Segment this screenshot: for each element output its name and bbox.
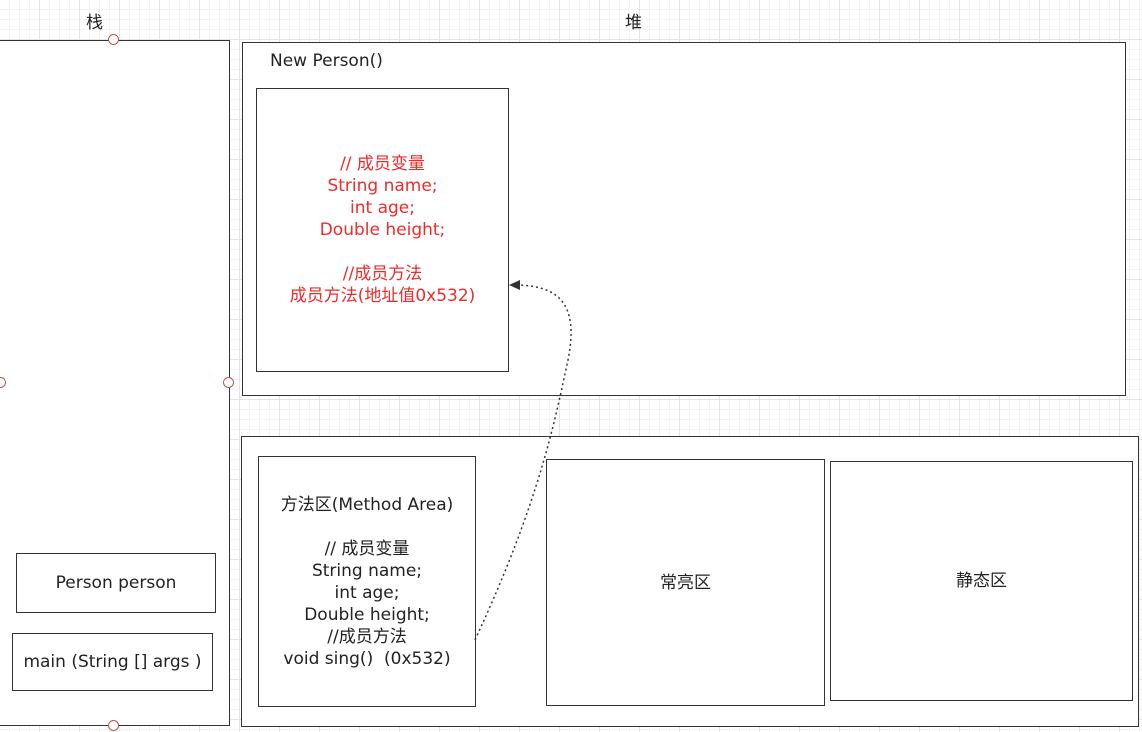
constant-pool-label: 常亮区 [660, 572, 711, 593]
static-area-box[interactable]: 静态区 [830, 461, 1133, 701]
resize-handle-bottom[interactable] [108, 720, 119, 731]
resize-handle-top[interactable] [108, 34, 119, 45]
method-area-line: int age; [334, 582, 400, 603]
heap-title: 堆 [625, 13, 642, 33]
heap-field-line: String name; [327, 176, 438, 196]
method-area-line: Double height; [304, 604, 430, 625]
stack-frame-person[interactable]: Person person [16, 553, 216, 613]
static-area-label: 静态区 [956, 571, 1007, 591]
heap-object-fields[interactable]: // 成员变量 String name; int age; Double hei… [256, 88, 509, 372]
method-area-line: void sing() (0x532) [283, 648, 451, 669]
method-area-box[interactable]: 方法区(Method Area) // 成员变量 String name; in… [258, 456, 476, 707]
heap-object-title: New Person() [270, 51, 383, 71]
stack-frame-main[interactable]: main (String [] args ) [12, 633, 213, 691]
stack-frame-main-label: main (String [] args ) [23, 652, 202, 672]
heap-field-line: 成员方法(地址值0x532) [289, 286, 476, 306]
method-area-line: // 成员变量 [324, 538, 410, 559]
heap-field-line: Double height; [319, 220, 446, 240]
method-area-line: //成员方法 [327, 626, 407, 647]
stack-frame-person-label: Person person [55, 573, 177, 593]
stack-container[interactable] [0, 40, 230, 726]
resize-handle-right[interactable] [223, 377, 234, 388]
heap-field-line: // 成员变量 [340, 154, 425, 174]
stack-title: 栈 [86, 13, 103, 33]
heap-field-line: //成员方法 [342, 264, 423, 284]
method-area-line: 方法区(Method Area) [280, 494, 454, 515]
constant-pool-box[interactable]: 常亮区 [546, 459, 825, 706]
method-area-line: String name; [311, 560, 423, 581]
heap-field-line: int age; [350, 198, 415, 218]
